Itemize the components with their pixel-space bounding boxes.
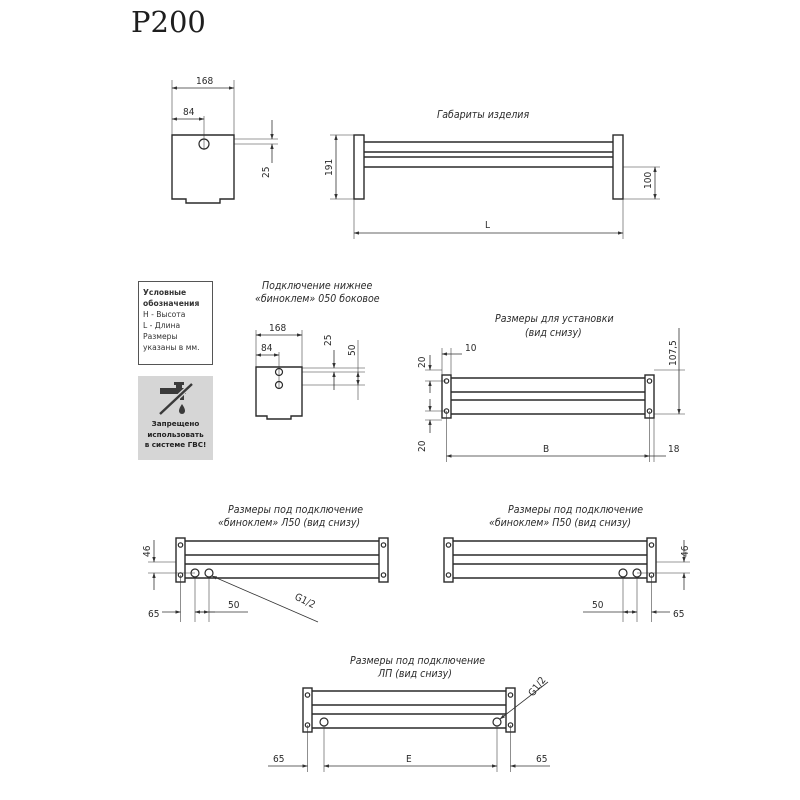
- dim-lp-65-left: 65: [273, 754, 284, 765]
- dim-conn-spacing: 50: [347, 344, 358, 356]
- front-view: Габариты изделия 191 100 L: [324, 109, 660, 239]
- dim-inst-height: 107,5: [668, 340, 679, 366]
- legend-line-sizes1: Размеры: [143, 332, 178, 341]
- caption-bottom-side-1: Подключение нижнее: [262, 280, 372, 292]
- caption-left-2: «биноклем» Л50 (вид снизу): [218, 517, 360, 529]
- right-bracket-left: [443, 537, 454, 583]
- dim-right-46: 46: [680, 545, 691, 557]
- dim-length: L: [485, 220, 490, 231]
- legend-title-line1: Условные: [143, 288, 187, 297]
- dim-right-65: 65: [673, 609, 684, 620]
- right-pipe-1: [618, 568, 628, 578]
- legend-title-line2: обозначения: [143, 299, 200, 308]
- dim-inst-tab: 10: [465, 343, 477, 354]
- legend-line-sizes2: указаны в мм.: [143, 343, 200, 352]
- lp-pipe-left: [319, 717, 329, 727]
- caption-install-2: (вид снизу): [525, 327, 582, 339]
- dim-right-50: 50: [592, 600, 604, 611]
- dim-conn-width: 168: [269, 323, 286, 334]
- dim-side-offset: 25: [261, 167, 272, 178]
- legend-line-length: L - Длина: [143, 321, 181, 330]
- caption-right-2: «биноклем» П50 (вид снизу): [489, 517, 631, 529]
- dim-left-50: 50: [228, 600, 240, 611]
- lp-pipe-right: [492, 717, 502, 727]
- legend-line-height: Н - Высота: [143, 310, 186, 319]
- dim-lp-65-right: 65: [536, 754, 547, 765]
- dim-inst-end: 18: [668, 444, 680, 455]
- caption-right-1: Размеры под подключение: [508, 504, 643, 516]
- caption-lp-2: ЛП (вид снизу): [377, 668, 452, 680]
- connection-body: [255, 366, 303, 420]
- dim-front-depth: 100: [643, 172, 654, 189]
- left-pipe-2: [204, 568, 214, 578]
- dim-lp-thread: G1/2: [527, 675, 549, 699]
- dim-inst-top: 20: [417, 356, 428, 368]
- dim-conn-half: 84: [261, 343, 273, 354]
- side-view: 168 84 25: [171, 76, 278, 204]
- caption-install-1: Размеры для установки: [495, 313, 614, 325]
- front-left-post: [353, 134, 365, 200]
- left-bracket-right: [378, 537, 389, 583]
- caption-gabarity: Габариты изделия: [437, 109, 529, 121]
- caption-bottom-side-2: «биноклем» 050 боковое: [255, 293, 380, 305]
- left-connection-view: Размеры под подключение «биноклем» Л50 (…: [142, 504, 389, 623]
- caption-left-1: Размеры под подключение: [228, 504, 363, 516]
- dim-side-width: 168: [196, 76, 213, 87]
- warning-line3: в системе ГВС!: [144, 440, 207, 449]
- legend-box: Условные обозначения Н - Высота L - Длин…: [138, 281, 213, 365]
- dim-conn-offset: 25: [323, 335, 334, 346]
- dim-left-65: 65: [148, 609, 159, 620]
- side-view-body: [171, 134, 235, 204]
- dim-front-height: 191: [324, 159, 335, 176]
- dim-lp-e: E: [406, 754, 412, 765]
- front-right-post: [612, 134, 624, 200]
- dim-inst-bottom: 20: [417, 440, 428, 452]
- caption-lp-1: Размеры под подключение: [350, 655, 485, 667]
- dim-left-thread: G1/2: [293, 592, 317, 611]
- dim-inst-b: B: [543, 444, 549, 455]
- dim-left-46: 46: [142, 545, 153, 557]
- installation-view: Размеры для установки (вид снизу) 20 20 …: [417, 313, 685, 462]
- warning-line2: использовать: [147, 429, 204, 439]
- lp-connection-view: Размеры под подключение ЛП (вид снизу) G…: [268, 655, 550, 772]
- warning-box: Запрещено использовать в системе ГВС!: [138, 376, 213, 460]
- no-tap-icon: [157, 382, 194, 416]
- bottom-side-connection-view: Подключение нижнее «биноклем» 050 боково…: [255, 280, 380, 420]
- right-connection-view: Размеры под подключение «биноклем» П50 (…: [443, 504, 691, 622]
- dim-side-half: 84: [183, 107, 195, 118]
- warning-line1: Запрещено: [151, 419, 200, 428]
- product-title: P200: [131, 5, 206, 39]
